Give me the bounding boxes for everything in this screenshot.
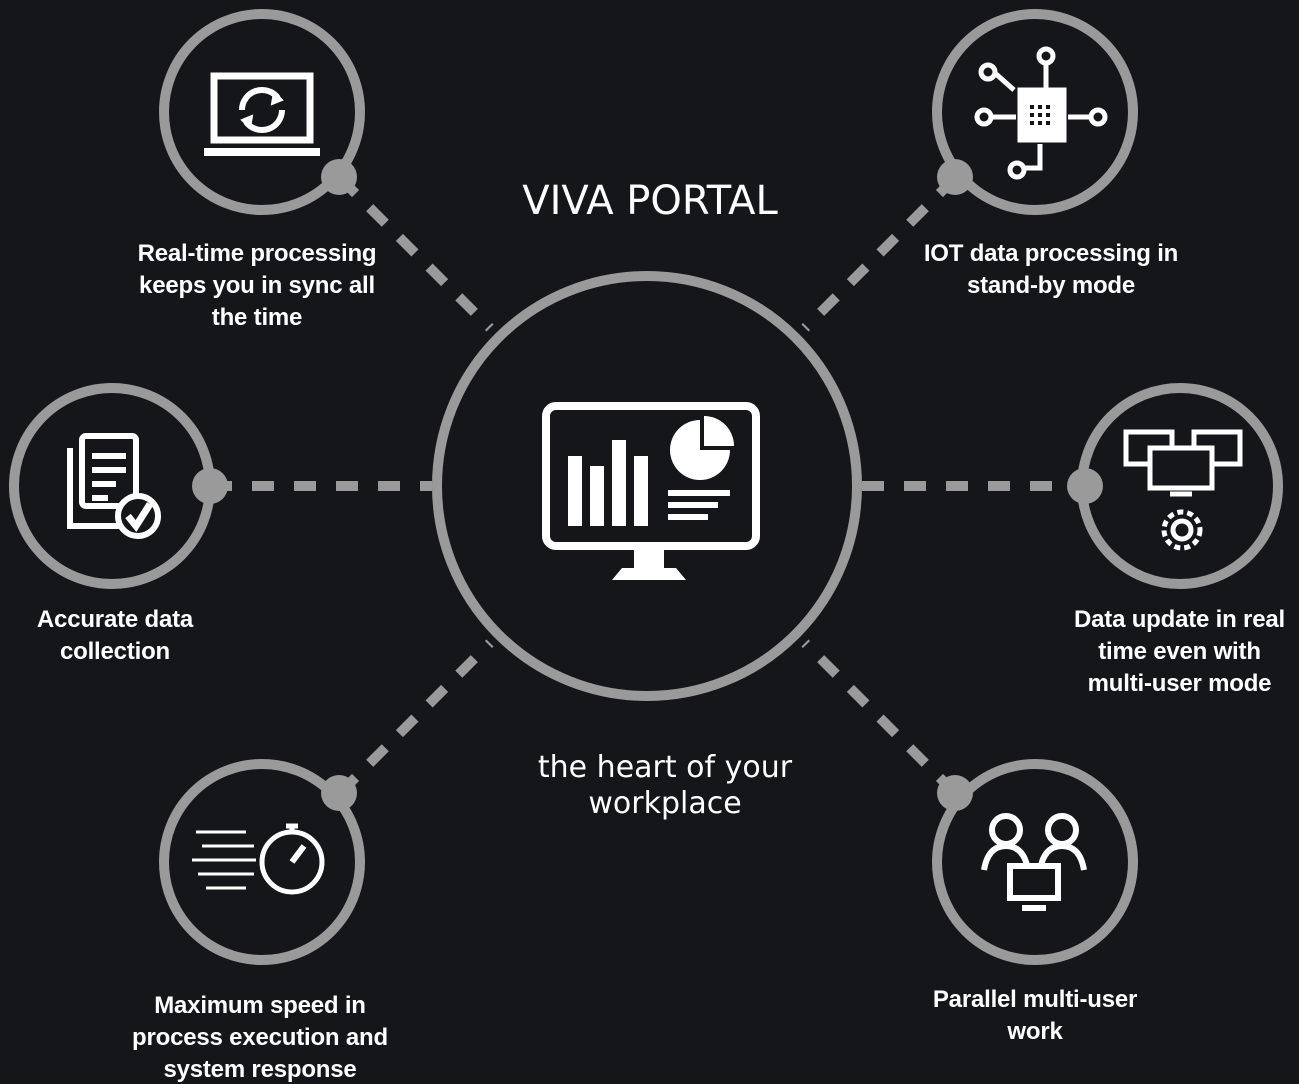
ring-realtime	[159, 9, 365, 215]
feature-label-line: system response	[163, 1056, 357, 1083]
feature-label-line: Real-time processing	[137, 240, 377, 267]
dot-realtime	[321, 159, 357, 195]
hub-subtitle-line-2: workplace	[588, 786, 742, 821]
feature-label-line: process execution and	[132, 1024, 388, 1051]
feature-label-line: Accurate data	[36, 606, 194, 633]
feature-label-line: time even with	[1098, 638, 1261, 665]
feature-label-line: collection	[59, 638, 171, 665]
feature-label-line: multi-user mode	[1087, 670, 1272, 697]
feature-label-line: the time	[211, 304, 303, 331]
dot-update	[1067, 468, 1103, 504]
monitor-dashboard-icon	[542, 402, 760, 580]
feature-label-iot: IOT data processing in stand-by mode	[896, 238, 1206, 302]
feature-label-line: stand-by mode	[966, 272, 1136, 299]
ring-speed	[159, 759, 365, 965]
hub-subtitle: the heart of your workplace	[480, 750, 850, 822]
connector-iot	[801, 174, 959, 332]
hub-ring	[432, 271, 862, 701]
feature-label-line: Maximum speed in	[154, 992, 366, 1019]
connector-realtime	[336, 174, 494, 332]
dot-parallel	[937, 775, 973, 811]
feature-label-line: work	[1007, 1018, 1063, 1045]
feature-label-line: keeps you in sync all	[139, 272, 375, 299]
hub-title: VIVA PORTAL	[522, 178, 778, 224]
connector-parallel	[801, 639, 959, 797]
connector-speed	[336, 639, 494, 797]
feature-label-update: Data update in real time even with multi…	[1060, 604, 1299, 700]
feature-label-realtime: Real-time processing keeps you in sync a…	[112, 238, 402, 334]
dot-iot	[937, 159, 973, 195]
connector-dots	[192, 159, 1103, 811]
feature-rings	[9, 9, 1283, 965]
dot-speed	[321, 775, 357, 811]
multi-monitor-gear-icon	[1123, 429, 1243, 551]
feature-label-line: IOT data processing in	[923, 240, 1179, 267]
users-computer-icon	[981, 813, 1087, 911]
laptop-sync-icon	[204, 72, 320, 156]
iot-chip-network-icon	[974, 46, 1108, 180]
feature-label-accurate: Accurate data collection	[10, 604, 220, 668]
feature-label-line: Data update in real	[1074, 606, 1285, 633]
hub-subtitle-line-1: the heart of your	[537, 750, 793, 785]
feature-label-parallel: Parallel multi-user work	[900, 984, 1170, 1048]
ring-parallel	[932, 759, 1138, 965]
feature-label-speed: Maximum speed in process execution and s…	[110, 990, 410, 1084]
feature-label-line: Parallel multi-user	[932, 986, 1138, 1013]
document-check-icon	[67, 433, 161, 539]
stopwatch-speed-icon	[192, 823, 325, 895]
dot-accurate	[192, 468, 228, 504]
connectors	[210, 174, 1085, 797]
ring-iot	[932, 9, 1138, 215]
